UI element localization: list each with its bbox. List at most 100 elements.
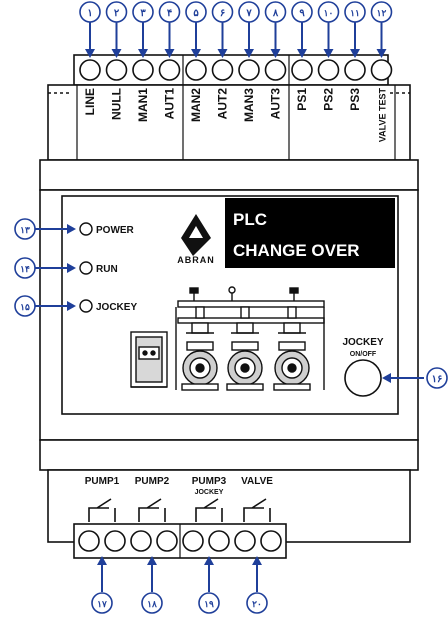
callout-number: ۵ [193,8,199,19]
callout-top-7: ۷ [238,1,260,23]
relay-contact-icon [195,498,223,522]
callout-number: ۲۰ [252,599,262,609]
terminal-screw [105,59,128,81]
relay-contact-icon [138,498,166,522]
terminal-screw [208,530,230,552]
arrow-head-icon [323,49,334,58]
callout-top-3: ۳ [132,1,154,23]
terminal-screw [291,59,313,81]
indicator-label: JOCKEY [96,302,137,313]
terminal-label: NULL [110,88,124,120]
relay-contact-icon [243,498,271,522]
relay-label: VALVE [241,476,273,487]
relay-label: PUMP2 [135,476,170,487]
terminal-screw [182,530,204,552]
terminal-label: MAN3 [242,88,256,122]
relay-sublabel: JOCKEY [195,489,224,496]
top-label-band [47,84,411,161]
callout-indicator-1: ۱۳ [14,218,36,240]
terminal-screw [79,59,101,81]
callout-number: ۱۳ [20,225,30,235]
abran-logo: ABRAN [177,214,215,265]
indicator-led [79,261,93,275]
jockey-switch[interactable]: JOCKEY ON/OFF [342,337,384,397]
arrow-head-icon [67,301,76,311]
terminal-screw [370,59,393,81]
arrow-head-icon [382,373,391,383]
callout-top-11: ۱۱ [344,1,366,23]
terminal-screw [264,59,287,81]
arrow-head-icon [67,263,76,273]
callout-number: ۱۵ [20,302,30,312]
terminal-screw [211,59,234,81]
callout-number: ۳ [140,8,146,19]
terminal-label: AUT1 [163,88,177,120]
arrow-head-icon [164,49,175,58]
terminal-screw [234,530,256,552]
title-background [225,198,395,268]
callout-bottom-2: ۱۸ [141,592,163,614]
indicator-led [79,299,93,313]
arrow-head-icon [191,49,201,58]
arrow-head-icon [85,49,95,58]
bottom-terminals [78,524,282,558]
arrow-head-icon [252,556,262,565]
callout-number: ۱۱ [350,8,360,18]
relay-contact-icon [88,498,116,522]
module-body [39,54,419,559]
arrow-head-icon [67,224,76,234]
pump-1 [181,306,219,391]
indicator-label: RUN [96,264,118,275]
callout-circle [198,592,220,614]
callout-number: ۶ [220,8,225,19]
jockey-switch-label: JOCKEY [342,337,383,348]
arrow-head-icon [111,49,122,58]
arrow-head-icon [147,556,157,565]
callout-top-1: ۱ [79,1,101,23]
callout-top-5: ۵ [185,1,207,23]
lower-shoulder [39,439,419,471]
callout-number: ۱۲ [377,8,387,18]
arrow-head-icon [97,556,107,565]
terminal-screw [344,59,366,81]
terminal-screw [132,59,154,81]
terminal-screw [158,59,181,81]
arrow-head-icon [350,49,360,58]
terminal-label: VALVE TEST [378,87,388,142]
indicator-label: POWER [96,225,135,236]
callout-number: ۲ [114,8,120,19]
callout-bottom-1: ۱۷ [91,592,113,614]
arrow-head-icon [297,49,307,58]
callout-top-10: ۱۰ [317,1,340,23]
pump-3 [273,306,311,391]
top-terminals [79,55,393,85]
callout-top-2: ۲ [105,1,128,23]
terminal-label: AUT3 [269,88,283,120]
terminal-label: PS1 [295,88,309,111]
arrow-head-icon [244,49,254,58]
terminal-screw [238,59,260,81]
title-line-2: CHANGE OVER [233,241,360,260]
title-box: PLC CHANGE OVER [225,198,395,268]
upper-shoulder [39,159,419,191]
logo-brand-text: ABRAN [177,255,215,265]
abran-logo-icon [181,214,211,256]
terminal-screw [185,59,207,81]
callout-top-12: ۱۲ [370,1,393,23]
callout-number: ۱ [87,8,92,19]
pump-station-icon [130,286,325,391]
terminal-screw [260,530,282,552]
arrow-head-icon [270,49,281,58]
terminal-label: MAN1 [136,88,150,122]
terminal-screw [104,530,126,552]
callout-number: ۱۰ [324,8,334,18]
callout-number: ۱۸ [147,599,157,609]
indicator-led [79,222,93,236]
callout-number: ۱۷ [97,599,107,609]
terminal-label: AUT2 [216,88,230,120]
jockey-switch-button[interactable] [344,359,382,397]
callout-number: ۴ [167,8,172,19]
